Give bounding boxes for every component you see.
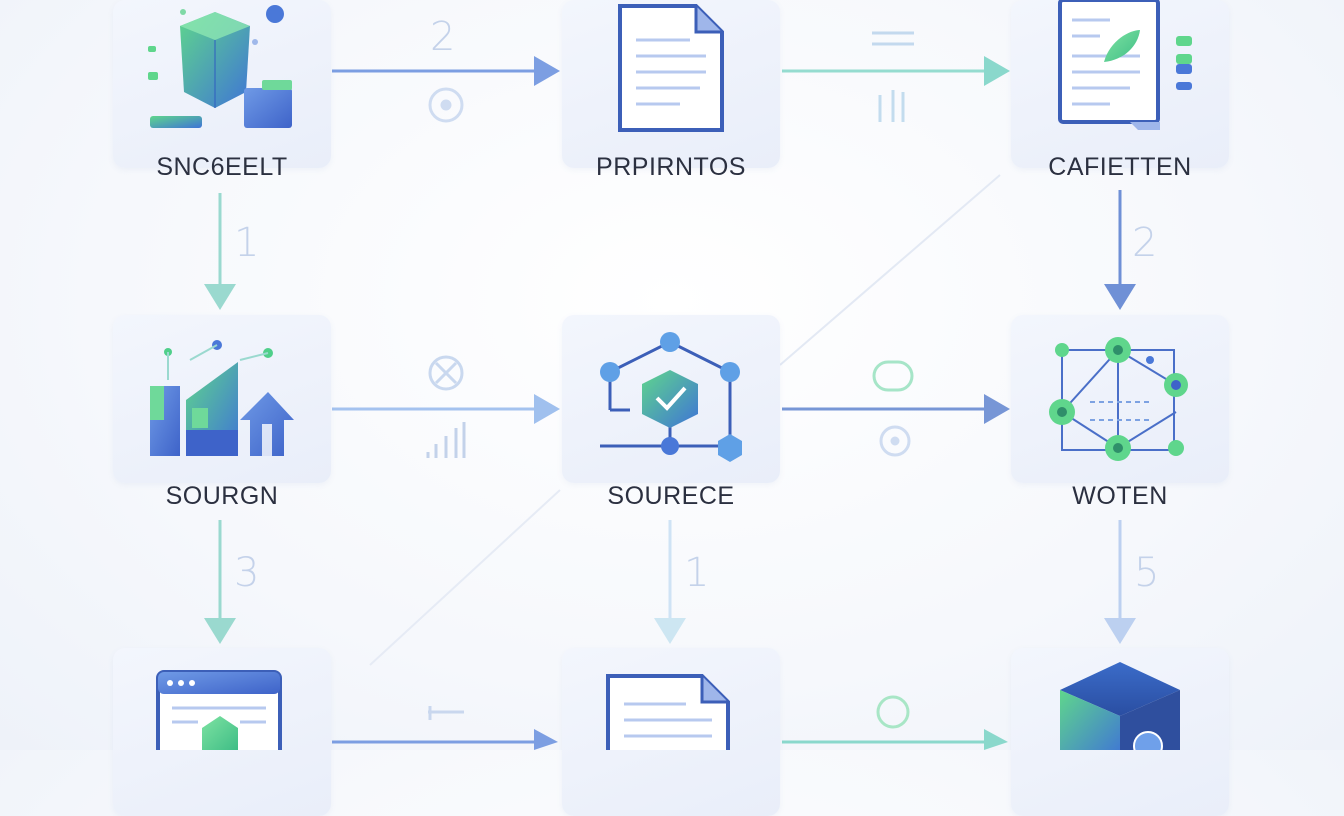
arrow-n8-n9 [782,729,1008,750]
step-label-left-upper: 1 [234,220,260,266]
target-icon [428,87,464,123]
arrow-n7-n8 [332,729,558,750]
signal-bars-icon [426,422,466,458]
network-check-icon [600,340,732,448]
shield-icon [148,5,292,128]
arrow-n2-n3 [782,56,1010,86]
step-label-right-upper: 2 [1132,220,1158,266]
step-label-center-lower: 1 [684,550,710,596]
arrow-n5-n6 [782,394,1010,424]
graph-network-icon [1049,337,1188,461]
diagonal-guide-line [779,174,1001,366]
node-icons-layer [148,0,1192,750]
document-icon [618,4,724,132]
menu-lines-icon [872,31,914,46]
arrow-n4-n7 [204,520,236,644]
report-icon [1058,0,1192,130]
diagonal-guide-line [369,489,561,666]
flow-diagram [204,31,1136,750]
step-label-top-mid: 2 [430,14,456,60]
shuffle-icon [428,355,464,391]
pill-icon [872,360,914,392]
arrow-n3-n6 [1104,190,1136,310]
ring-icon [876,695,910,729]
document-icon [606,674,730,750]
bars-icon [878,90,905,122]
step-label-left-lower: 3 [234,550,260,596]
step-label-right-lower: 5 [1134,550,1160,596]
arrow-n5-n8 [654,520,686,644]
node-label-n2: PRPIRNTOS [596,153,746,181]
arrow-n1-n4 [204,193,236,310]
cube-icon [1060,662,1180,750]
arrow-n1-n2 [332,56,560,86]
browser-window-icon [156,670,282,750]
node-label-n1: SNC6EELT [156,153,288,181]
node-label-n3: CAFIETTEN [1048,153,1192,181]
arrow-n6-n9 [1104,520,1136,644]
arrow-n4-n5 [332,394,560,424]
target-icon [879,425,911,457]
network-check-icon [600,332,742,462]
dash-icon [428,706,464,720]
node-label-n5: SOURECE [607,482,735,510]
node-label-n6: WOTEN [1072,482,1168,510]
growth-chart-icon [150,340,294,456]
node-label-n4: SOURGN [165,482,279,510]
